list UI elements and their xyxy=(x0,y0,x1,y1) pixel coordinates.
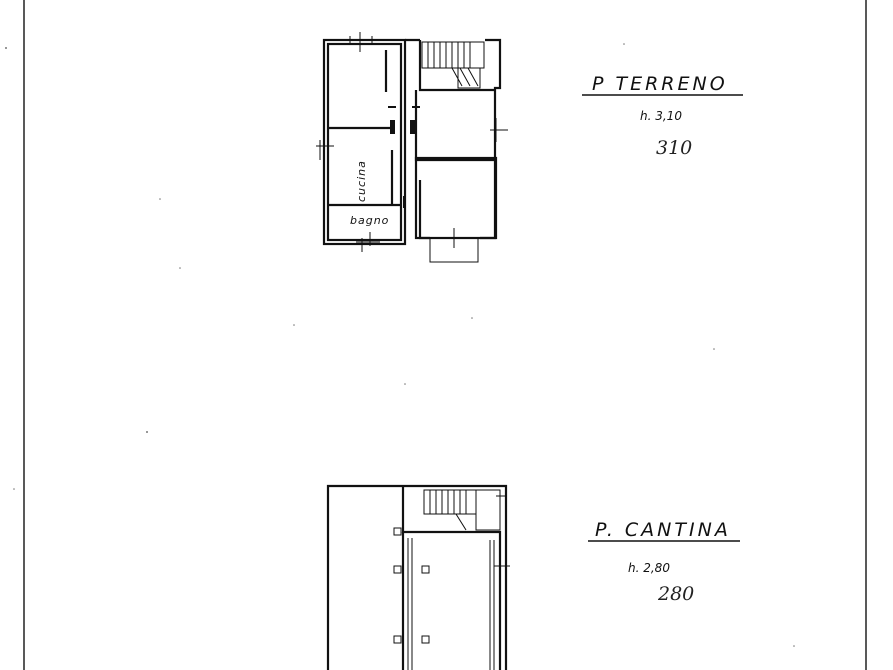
handwritten-height-cantina: 280 xyxy=(657,583,694,605)
room-label-bagno: bagno xyxy=(350,214,389,227)
stairs-cellar xyxy=(423,489,506,531)
handwritten-height-terreno: 310 xyxy=(656,137,692,159)
ground-floor-plan: cucina bagno xyxy=(316,32,508,263)
room-label-cucina: cucina xyxy=(355,160,368,202)
floor-title-terreno: P TERRENO xyxy=(592,73,728,95)
scan-noise xyxy=(5,43,795,647)
stairs-ground xyxy=(421,41,485,89)
cellar-plan xyxy=(326,484,510,670)
floor-title-cantina: P. CANTINA xyxy=(595,519,731,541)
height-label-terreno: h. 3,10 xyxy=(640,109,682,123)
height-label-cantina: h. 2,80 xyxy=(628,561,670,575)
